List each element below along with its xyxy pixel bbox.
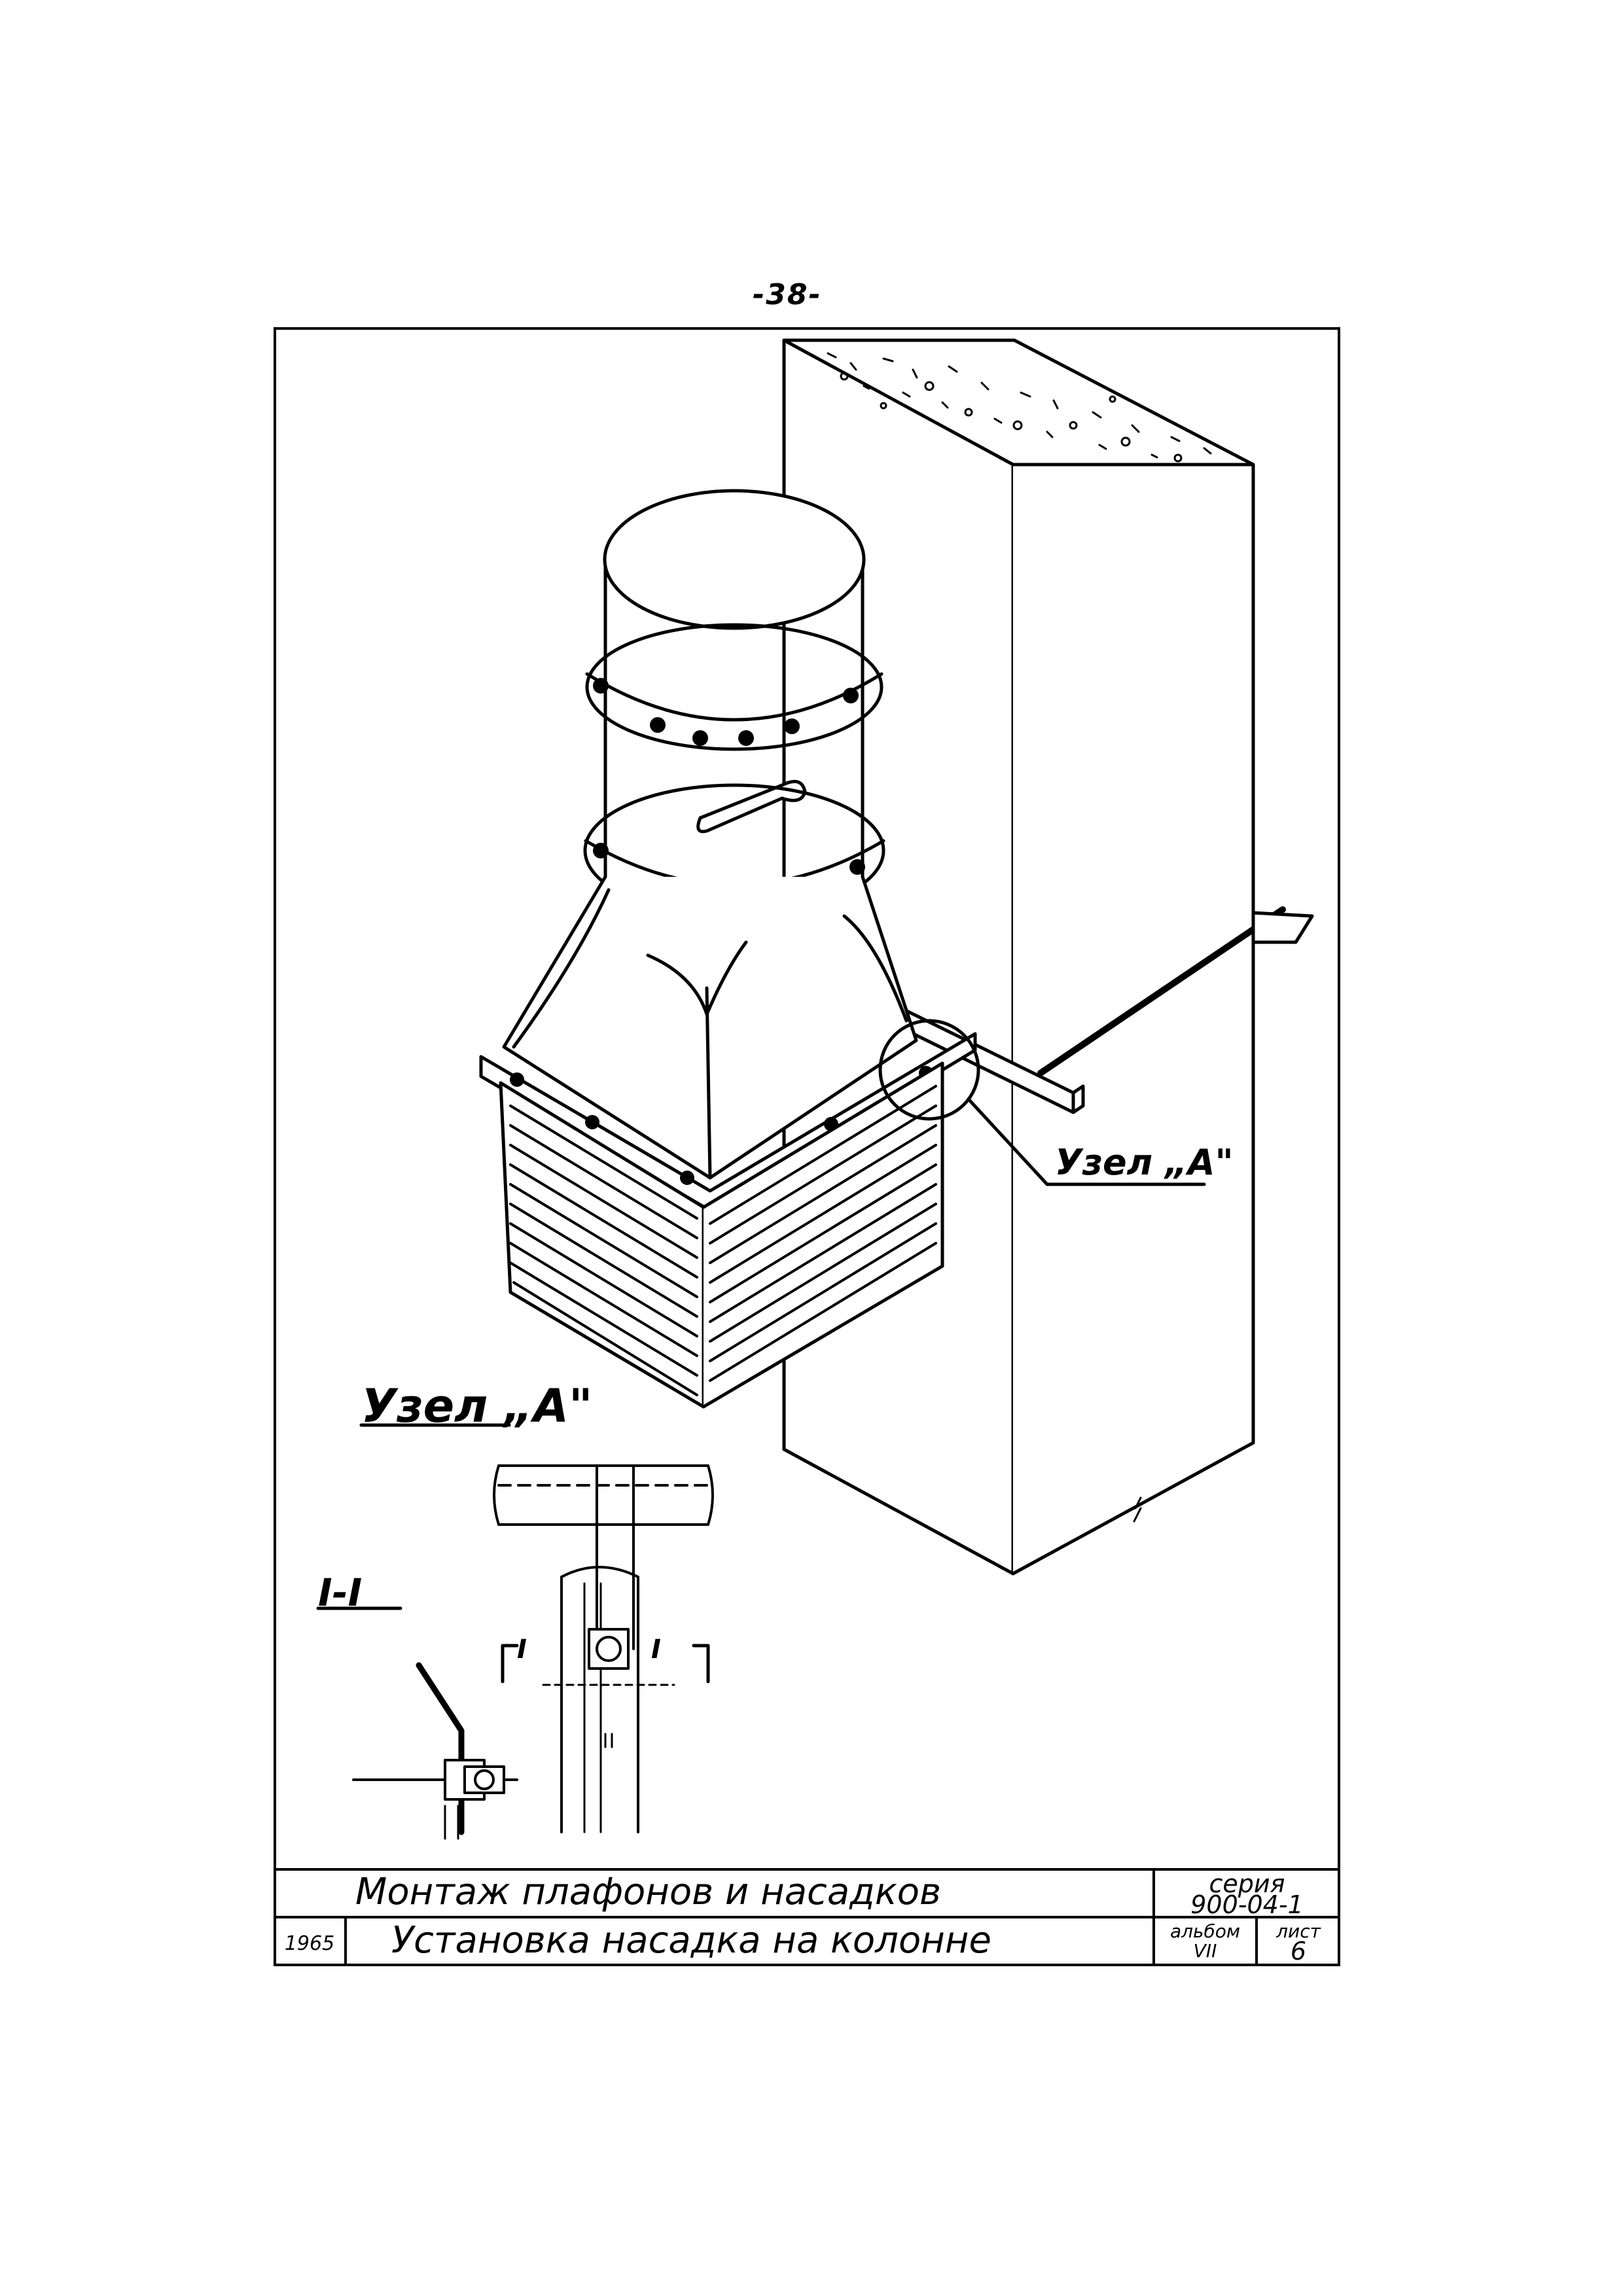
duct-top-opening bbox=[603, 489, 866, 630]
series-label: серия bbox=[1209, 1869, 1285, 1898]
transition-piece bbox=[502, 875, 918, 1180]
sheet-value: 6 bbox=[1290, 1937, 1307, 1966]
upper-flange-bolts bbox=[593, 678, 859, 746]
louvre-slats-right bbox=[709, 1085, 937, 1382]
damper-handle bbox=[696, 779, 807, 834]
album-value: VII bbox=[1193, 1940, 1217, 1962]
section-i-i bbox=[316, 1606, 518, 1840]
series-value: 900-04-1 bbox=[1190, 1890, 1304, 1919]
node-a-detail bbox=[359, 1423, 714, 1833]
node-a-callout-label: Узел „А" bbox=[1055, 1142, 1234, 1183]
column-top-hatching bbox=[827, 352, 1212, 463]
sheet-label: лист bbox=[1276, 1920, 1321, 1942]
section-mark-right: I bbox=[651, 1634, 661, 1665]
frame-bolts bbox=[510, 1066, 933, 1185]
upper-flange bbox=[585, 623, 883, 751]
column-bottom-break bbox=[783, 1448, 1142, 1523]
page-number: -38- bbox=[753, 278, 822, 311]
node-a-callout bbox=[878, 1019, 1206, 1186]
section-i-i-label: I-I bbox=[318, 1570, 363, 1615]
louvre-grille bbox=[499, 1061, 944, 1409]
album-label: альбом bbox=[1169, 1920, 1241, 1942]
column-top-edge bbox=[782, 338, 1255, 467]
title-block-grid bbox=[274, 1868, 1340, 1965]
drawing-subtitle: Установка насадка на колонне bbox=[391, 1919, 991, 1962]
drawing-title: Монтаж плафонов и насадков bbox=[355, 1871, 941, 1913]
round-duct bbox=[583, 489, 885, 918]
louvre-slats-left bbox=[509, 1104, 698, 1396]
node-a-detail-title: Узел „А" bbox=[361, 1379, 593, 1433]
sheet-frame bbox=[274, 327, 1340, 1966]
year: 1965 bbox=[284, 1932, 335, 1955]
title-block: Монтаж плафонов и насадков Установка нас… bbox=[274, 1868, 1340, 1966]
section-mark-left: I bbox=[517, 1634, 527, 1665]
support-bracket bbox=[891, 882, 1314, 1114]
column-side-face bbox=[1011, 463, 1255, 1576]
